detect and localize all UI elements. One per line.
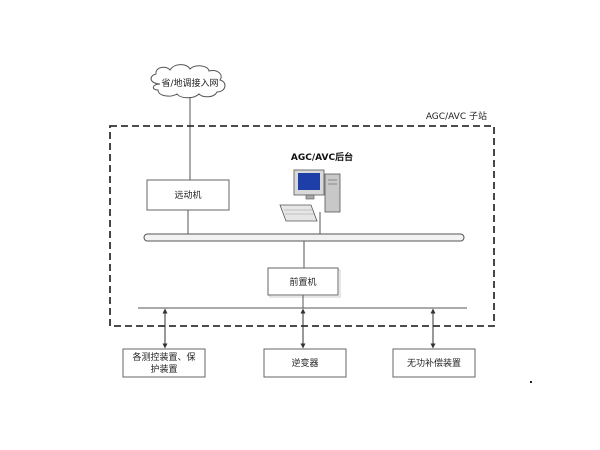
reactive-compensation-device: 无功补偿装置 [392,348,476,378]
backend-label: AGC/AVC后台 [291,151,353,163]
telecontrol-label: 远动机 [174,189,201,201]
station-bus [143,233,465,242]
stray-dot [530,381,532,383]
measure-label-line2: 护装置 [150,363,177,375]
dispatch-network-cloud: 省/地调接入网 [150,64,226,99]
frontend-unit: 前置机 [267,267,341,298]
frontend-label: 前置机 [289,276,316,288]
substation-label: AGC/AVC 子站 [426,110,487,122]
cloud-label: 省/地调接入网 [161,77,218,89]
measure-protection-devices: 各测控装置、保 护装置 [122,348,206,378]
computer-icon [279,169,341,222]
inverter-device: 逆变器 [263,348,347,378]
reactive-label: 无功补偿装置 [407,357,461,369]
telecontrol-unit: 远动机 [146,179,230,211]
inverter-label: 逆变器 [291,357,318,369]
measure-label-line1: 各测控装置、保 [132,351,195,363]
